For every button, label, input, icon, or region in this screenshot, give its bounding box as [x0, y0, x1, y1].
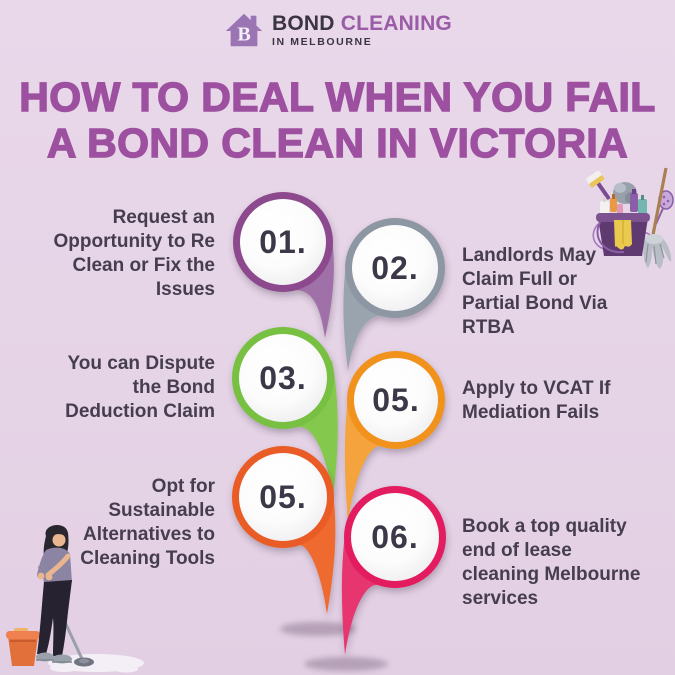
scrub-brush-icon: [586, 170, 611, 200]
step-balloon-05-right: 05.: [344, 351, 445, 522]
step-label-05-right: Apply to VCAT If Mediation Fails: [462, 378, 611, 424]
step-number: 02.: [371, 250, 418, 286]
brand-name-primary: BOND: [272, 11, 335, 35]
brand-tagline: IN MELBOURNE: [272, 35, 373, 48]
brand-logo: B BOND CLEANING IN MELBOURNE: [0, 9, 675, 51]
cleaning-bucket-small-icon: [6, 628, 40, 666]
balloon-face: [354, 358, 438, 442]
step-balloon-03: 03.: [232, 327, 338, 496]
step-balloon-05-left: 05.: [232, 446, 336, 614]
step-number: 05.: [372, 382, 419, 418]
step-balloon-06: 06.: [341, 486, 446, 655]
page-title-line2: A BOND CLEAN IN VICTORIA: [46, 120, 629, 167]
step-label-02: Landlords May Claim Full or Partial Bond…: [462, 245, 608, 339]
step-label-05-left: Opt for Sustainable Alternatives to Clea…: [80, 476, 215, 570]
step-balloon-01: 01.: [233, 192, 334, 338]
step-number: 03.: [259, 360, 306, 396]
balloon-face: [239, 453, 327, 541]
house-logo-icon: B: [225, 13, 263, 47]
balloon-face: [351, 493, 439, 581]
brand-name: BOND CLEANING: [272, 13, 452, 34]
page-title: HOW TO DEAL WHEN YOU FAIL A BOND CLEAN I…: [0, 73, 675, 167]
step-label-06: Book a top quality end of lease cleaning…: [462, 516, 641, 610]
brand-name-accent: CLEANING: [340, 11, 452, 35]
balloon-face: [239, 334, 327, 422]
step-number: 06.: [371, 519, 418, 555]
person-figure: [36, 524, 72, 664]
pin-ground-shadow: [304, 657, 388, 671]
step-label-03: You can Dispute the Bond Deduction Claim: [65, 353, 215, 423]
balloon-face: [352, 225, 438, 311]
water-puddle: [48, 654, 144, 673]
woman-mopping-floor-illustration: [6, 524, 144, 673]
cleaning-bucket-and-mop-illustration: [586, 167, 674, 269]
bucket-icon: [596, 213, 650, 256]
step-balloon-02: 02.: [343, 218, 445, 371]
balloon-face: [240, 199, 326, 285]
step-label-01: Request an Opportunity to Re Clean or Fi…: [53, 207, 215, 301]
mop-icon: [643, 167, 672, 269]
svg-text:B: B: [237, 24, 250, 46]
step-number: 05.: [259, 479, 306, 515]
page-title-line1: HOW TO DEAL WHEN YOU FAIL: [19, 73, 656, 120]
step-number: 01.: [259, 224, 306, 260]
pin-ground-shadow: [280, 622, 356, 636]
